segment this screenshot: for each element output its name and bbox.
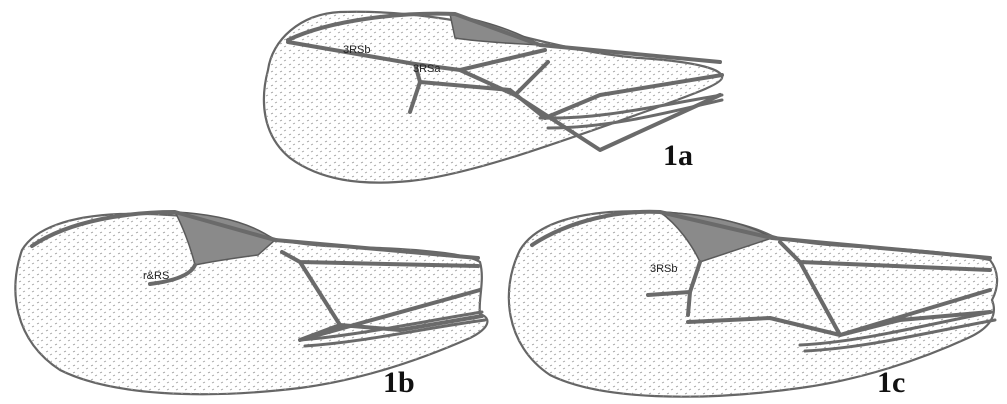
figure-label-1c: 1c — [877, 366, 905, 399]
wing-1a: 3RSb 3RSa 1a — [264, 12, 722, 183]
wing-1b-label-rRS: r&RS — [143, 270, 169, 282]
wing-1a-label-3RSb: 3RSb — [343, 44, 371, 56]
wing-1c-label-3RSb: 3RSb — [650, 263, 678, 275]
wing-1a-label-3RSa: 3RSa — [413, 63, 441, 75]
wing-1b: r&RS 1b — [15, 212, 487, 399]
figure-label-1b: 1b — [383, 366, 415, 399]
wing-1c: 3RSb 1c — [509, 211, 997, 399]
figure-label-1a: 1a — [663, 139, 693, 172]
